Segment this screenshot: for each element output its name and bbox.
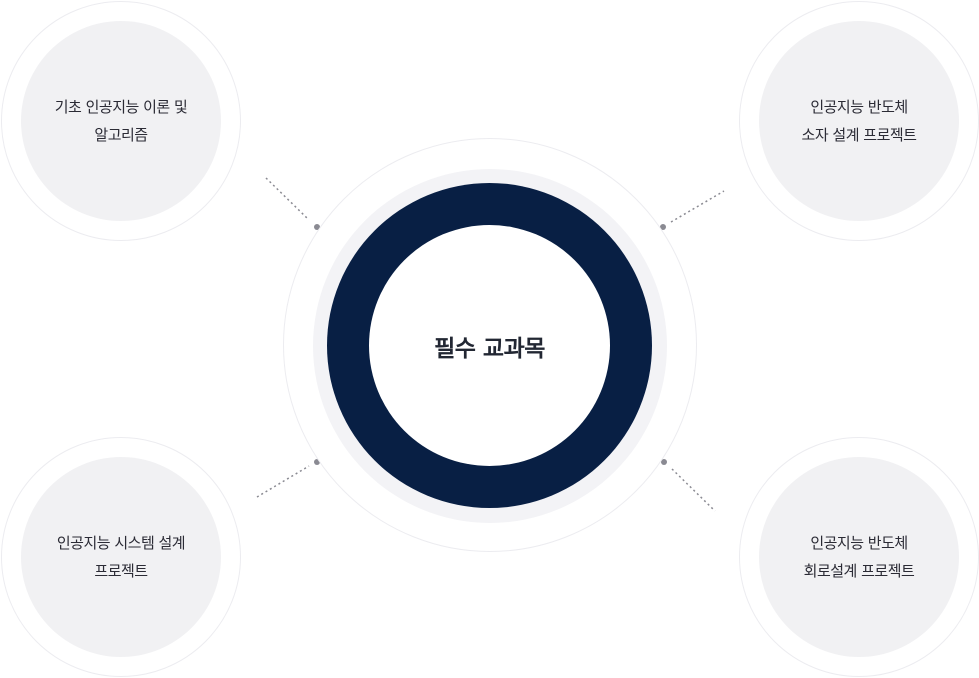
connector-bottom-right xyxy=(661,459,716,512)
node-label-line2: 프로젝트 xyxy=(94,562,148,580)
node-label-line2: 알고리즘 xyxy=(94,126,148,144)
node-top-right: 인공지능 반도체 소자 설계 프로젝트 xyxy=(739,1,979,241)
hub-core: 필수 교과목 xyxy=(369,225,610,466)
node-bubble: 인공지능 반도체 회로설계 프로젝트 xyxy=(759,457,959,657)
node-bubble: 기초 인공지능 이론 및 알고리즘 xyxy=(21,21,221,221)
connector-top-right xyxy=(660,190,725,230)
node-bottom-right: 인공지능 반도체 회로설계 프로젝트 xyxy=(739,437,979,677)
node-bubble: 인공지능 반도체 소자 설계 프로젝트 xyxy=(759,21,959,221)
node-bubble: 인공지능 시스템 설계 프로젝트 xyxy=(21,457,221,657)
node-label-line1: 인공지능 반도체 xyxy=(810,534,908,552)
node-top-left: 기초 인공지능 이론 및 알고리즘 xyxy=(1,1,241,241)
node-label-line2: 회로설계 프로젝트 xyxy=(803,562,915,580)
node-label-line1: 기초 인공지능 이론 및 xyxy=(54,98,188,116)
connector-bottom-left xyxy=(256,459,320,498)
node-label-line2: 소자 설계 프로젝트 xyxy=(801,126,917,144)
node-bottom-left: 인공지능 시스템 설계 프로젝트 xyxy=(1,437,241,677)
node-label-line1: 인공지능 반도체 xyxy=(810,98,908,116)
connector-top-left xyxy=(265,177,320,230)
hub-title: 필수 교과목 xyxy=(434,335,545,362)
node-label-line1: 인공지능 시스템 설계 xyxy=(56,534,186,552)
connector-dot-bottom-right xyxy=(661,459,667,465)
